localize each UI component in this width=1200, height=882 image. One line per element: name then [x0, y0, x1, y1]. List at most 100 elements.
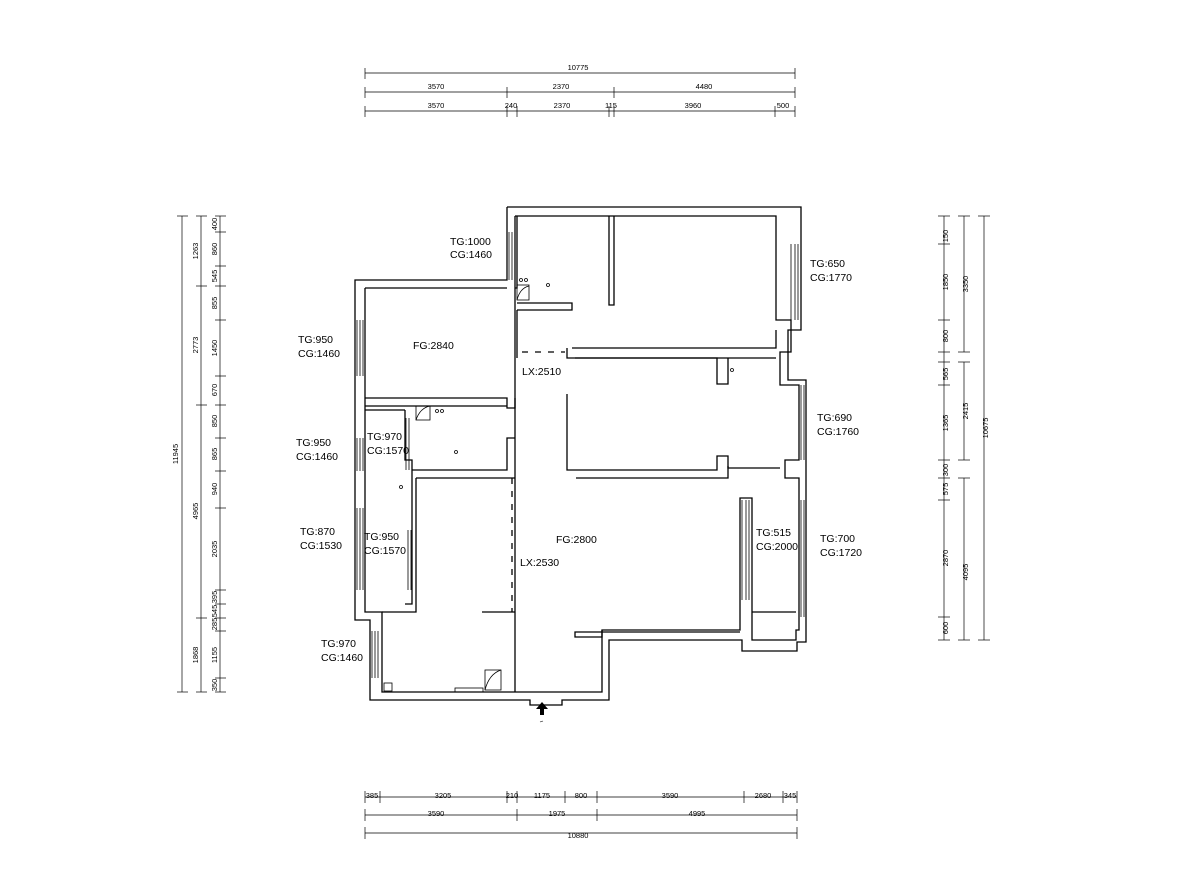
fixture-dot: [454, 450, 458, 454]
right-inner-dim: 1850: [941, 274, 950, 291]
right-mid-dim: 3350: [961, 276, 970, 293]
label-cg: CG:1760: [817, 426, 859, 438]
label-tg: TG:950: [296, 437, 331, 449]
right-inner-dim: 2870: [941, 550, 950, 567]
fixtures: [383, 278, 734, 693]
openings: [511, 351, 565, 612]
top-row1-dim: 4480: [696, 82, 713, 91]
fixture-dot: [399, 485, 403, 489]
fixture-dot: [546, 283, 550, 287]
window-tg870: [356, 508, 364, 590]
wall: [566, 394, 780, 471]
right-total-dim: 10675: [981, 418, 990, 439]
left-inner-dim: 670: [210, 384, 219, 397]
window-tg950-a: [356, 320, 364, 376]
window-tg1000: [508, 232, 513, 280]
fixture-box: [516, 284, 530, 301]
left-inner-dim: 850: [210, 415, 219, 428]
exterior-wall-inner: [515, 215, 800, 641]
bottom-row1-dim: 345: [784, 791, 797, 800]
entrance-mark: [539, 720, 544, 723]
wall: [515, 630, 603, 693]
window-tg950-b: [356, 438, 364, 471]
left-inner-dim: 855: [210, 297, 219, 310]
walls: [354, 206, 807, 706]
wall: [382, 478, 417, 613]
bottom-row1-dim: 800: [575, 791, 588, 800]
left-inner-dim: 1450: [210, 340, 219, 357]
fixture-box: [484, 669, 502, 691]
top-row2-dim: 240: [505, 101, 518, 110]
wall: [608, 216, 615, 306]
left-mid-dim: 1868: [191, 647, 200, 664]
left-inner-dim: 2035: [210, 541, 219, 558]
left-inner-dim: 545: [210, 270, 219, 283]
window-tg515: [741, 500, 750, 600]
bottom-row1-dim: 3590: [662, 791, 679, 800]
door-swing: [484, 669, 502, 691]
label-cg: CG:1530: [300, 540, 342, 552]
top-row2-dim: 2370: [554, 101, 571, 110]
label-cg: CG:2000: [756, 541, 798, 553]
left-inner-dim: 860: [210, 243, 219, 256]
fixture-dot: [435, 409, 439, 413]
bottom-row2-dim: 4995: [689, 809, 706, 818]
windows: [356, 232, 805, 678]
top-row2-dim: 500: [777, 101, 790, 110]
bottom-row1-dim: 2680: [755, 791, 772, 800]
wall: [572, 330, 777, 349]
left-mid-dim: 1263: [191, 243, 200, 260]
window-tg700: [800, 500, 805, 617]
bottom-row1-dim: 1175: [534, 791, 550, 800]
label-tg: TG:970: [321, 638, 356, 650]
label-tg: TG:650: [810, 258, 845, 270]
right-inner-dim: 565: [941, 368, 950, 381]
fixture-dot: [440, 409, 444, 413]
top-row2-dim: 115: [605, 101, 617, 110]
label-fg: FG:2800: [556, 534, 597, 546]
fixture-dot: [524, 278, 528, 282]
label-cg: CG:1720: [820, 547, 862, 559]
window-tg950-c: [407, 530, 412, 590]
label-tg: TG:700: [820, 533, 855, 545]
wall: [576, 466, 729, 479]
fixture-box: [454, 687, 484, 693]
top-total-dim: 10775: [568, 63, 589, 72]
left-inner-dim: 1155: [210, 647, 219, 663]
left-mid-dim: 4965: [191, 503, 200, 520]
label-cg: CG:1460: [296, 451, 338, 463]
window-tg970-a: [405, 418, 410, 470]
bottom-total-dim: 10880: [568, 831, 589, 840]
right-inner-dim: 1365: [941, 415, 950, 432]
wall: [566, 348, 776, 359]
wall: [404, 410, 413, 605]
right-inner-dim: 150: [941, 230, 950, 243]
door-swing: [415, 405, 431, 421]
label-tg: TG:970: [367, 431, 402, 443]
right-dimensions: [938, 215, 990, 641]
left-inner-dim: 395: [210, 591, 219, 604]
label-tg: TG:950: [298, 334, 333, 346]
label-cg: CG:1460: [321, 652, 363, 664]
fixture-box: [383, 682, 393, 692]
label-cg: CG:1460: [298, 348, 340, 360]
window-tg970-b: [371, 631, 379, 678]
label-tg: TG:1000: [450, 236, 491, 248]
top-row2-dim: 3570: [428, 101, 445, 110]
wall: [575, 357, 729, 385]
wall: [412, 437, 515, 471]
exterior-wall-outer: [354, 206, 807, 706]
room-labels: TG:1000 CG:1460 TG:650 CG:1770 TG:950 CG…: [296, 236, 862, 664]
fixture-box: [415, 405, 431, 421]
label-lx: LX:2530: [520, 557, 559, 569]
wall: [517, 302, 573, 311]
label-tg: TG:950: [364, 531, 399, 543]
left-mid-dim: 2773: [191, 337, 200, 354]
right-inner-dim: 800: [941, 330, 950, 343]
fixture-dot: [730, 368, 734, 372]
right-inner-dim: 575: [941, 483, 950, 496]
bottom-row1-dim: 210: [506, 791, 519, 800]
label-tg: TG:515: [756, 527, 791, 539]
right-inner-dim: 300: [941, 464, 950, 477]
